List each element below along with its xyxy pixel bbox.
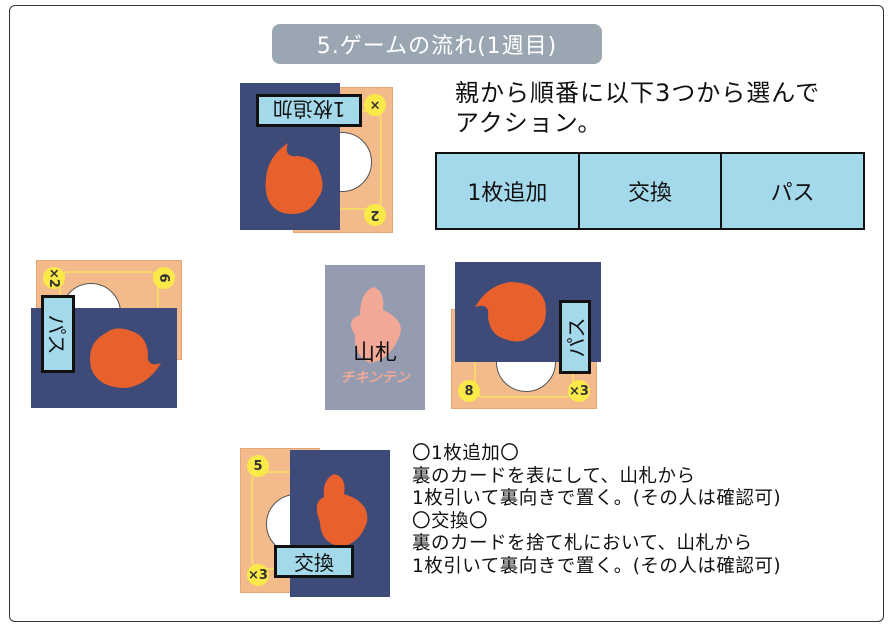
action-add-one: 1枚追加: [437, 154, 580, 228]
card-multiplier: ×3: [247, 564, 269, 586]
action-description: 〇1枚追加〇 裏のカードを表にして、山札から 1枚引いて裏向きで置く。(その人は…: [412, 443, 782, 577]
instruction-text: 親から順番に以下3つから選んで アクション。: [455, 79, 821, 137]
draw-pile-card[interactable]: 山札 チキンテン: [325, 265, 425, 410]
chicken-silhouette-icon: [475, 282, 546, 342]
right-player-action-label: パス: [559, 300, 591, 374]
action-exchange: 交換: [580, 154, 723, 228]
chicken-silhouette-icon: [90, 328, 161, 388]
bottom-player-action-label: 交換: [274, 545, 354, 578]
card-multiplier: ×2: [43, 267, 65, 289]
card-multiplier: ×3: [568, 380, 590, 402]
chicken-silhouette-icon: [265, 143, 323, 214]
chicken-silhouette-icon: [351, 287, 401, 363]
card-multiplier: ×: [364, 94, 386, 116]
action-options-table: 1枚追加 交換 パス: [435, 152, 865, 230]
top-player-action-label: 1枚追加: [256, 94, 362, 127]
draw-pile-label: 山札: [352, 341, 397, 366]
card-number: 5: [247, 455, 269, 477]
action-pass: パス: [770, 181, 815, 206]
slide-frame: [9, 5, 884, 622]
slide-title: 5.ゲームの流れ(1週目): [272, 24, 602, 64]
left-player-action-label: パス: [41, 295, 75, 373]
card-number: 2: [364, 204, 386, 226]
chicken-silhouette-icon: [316, 474, 368, 547]
card-number: 6: [153, 267, 175, 289]
card-number: 8: [458, 380, 480, 402]
game-logo: チキンテン: [340, 370, 410, 386]
